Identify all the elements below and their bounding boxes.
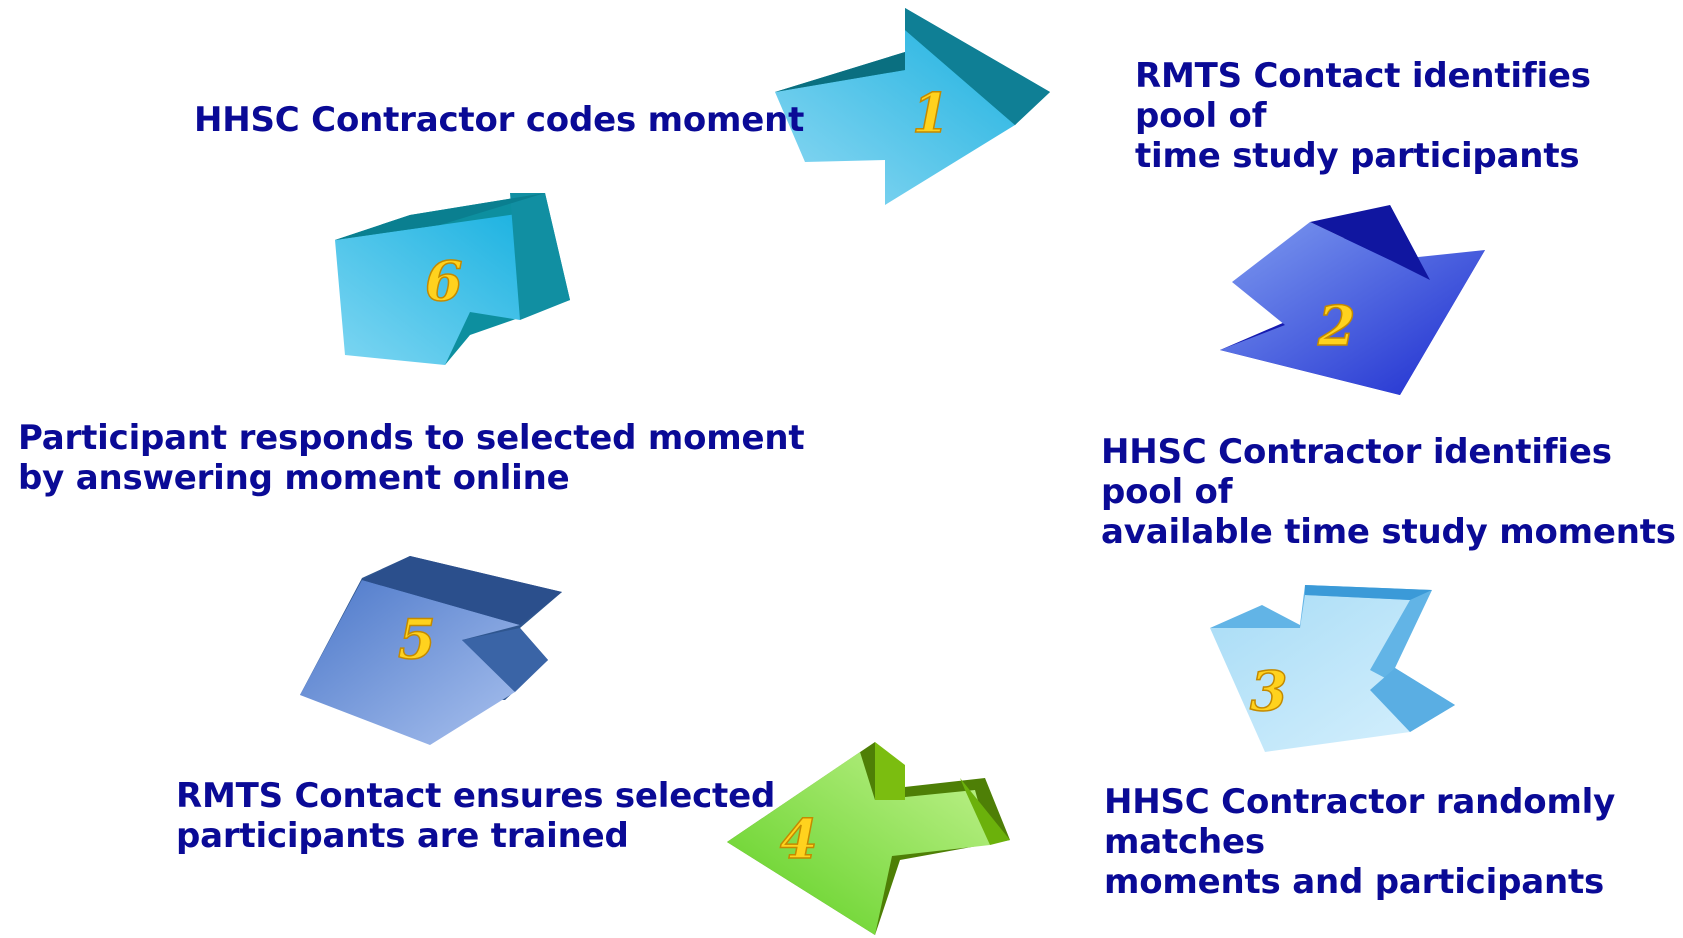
step-label-4: RMTS Contact ensures selected participan…	[176, 776, 775, 856]
arrow-step-5: 5	[300, 556, 562, 745]
arrow-step-1: 1	[775, 8, 1050, 205]
step-label-3: HHSC Contractor randomly matches moments…	[1104, 782, 1683, 902]
step-1-line-2: time study participants	[1135, 136, 1580, 176]
step-label-6: HHSC Contractor codes moment	[194, 100, 804, 140]
step-2-line-1: HHSC Contractor identifies pool of	[1101, 432, 1612, 512]
step-3-line-1: HHSC Contractor randomly matches	[1104, 782, 1616, 862]
step-number-4: 4	[780, 807, 818, 871]
step-5-line-2: by answering moment online	[18, 458, 570, 498]
step-2-line-2: available time study moments	[1101, 512, 1676, 552]
step-5-line-1: Participant responds to selected moment	[18, 418, 805, 458]
step-number-5: 5	[398, 607, 436, 671]
step-label-5: Participant responds to selected moment …	[18, 418, 805, 498]
step-label-1: RMTS Contact identifies pool of time stu…	[1135, 56, 1683, 176]
arrow-step-2: 2	[1220, 205, 1485, 395]
step-3-line-2: moments and participants	[1104, 862, 1605, 902]
step-1-line-1: RMTS Contact identifies pool of	[1135, 56, 1591, 136]
step-number-6: 6	[425, 249, 463, 313]
arrow-step-6: 6	[335, 193, 570, 365]
step-4-line-2: participants are trained	[176, 816, 629, 856]
step-4-line-1: RMTS Contact ensures selected	[176, 776, 776, 816]
arrow-step-3: 3	[1210, 585, 1455, 752]
arrow-step-4: 4	[727, 742, 1010, 935]
step-6-line-1: HHSC Contractor codes moment	[194, 100, 805, 140]
step-label-2: HHSC Contractor identifies pool of avail…	[1101, 432, 1683, 552]
step-number-3: 3	[1250, 659, 1288, 723]
step-number-2: 2	[1317, 294, 1356, 358]
step-number-1: 1	[912, 81, 950, 145]
